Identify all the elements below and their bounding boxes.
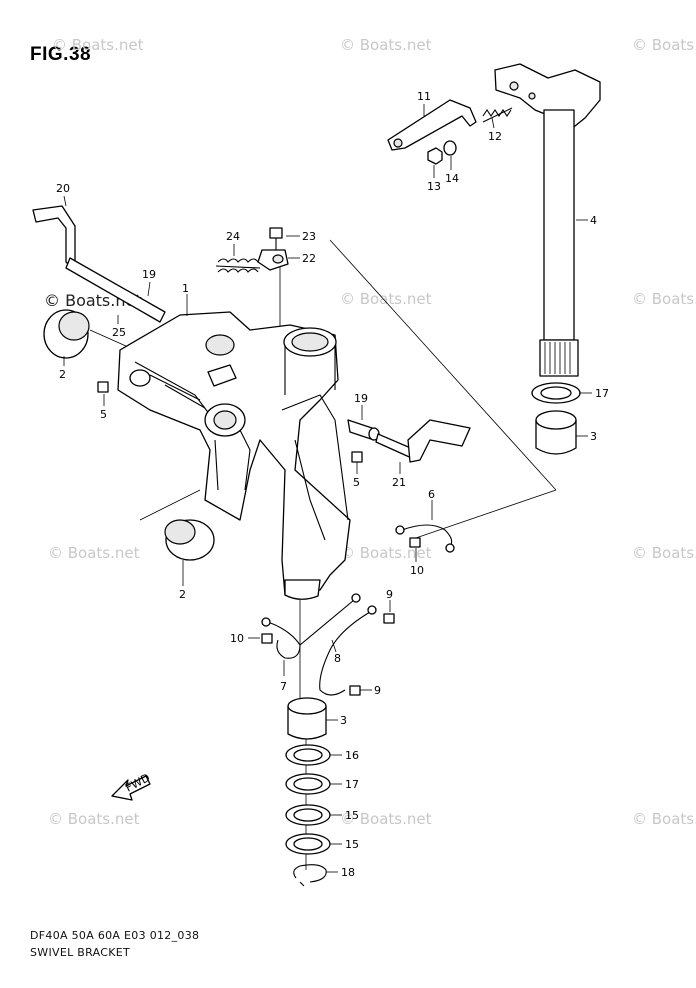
- part-6-ground-wire: [395, 524, 455, 553]
- callout-25: 25: [112, 326, 126, 339]
- part-5-bolt-left: [97, 381, 109, 393]
- watermark: © Boats.net: [632, 544, 696, 562]
- callout-20: 20: [56, 182, 70, 195]
- leader-lines: [63, 104, 592, 873]
- figure-title: FIG.38: [30, 44, 92, 65]
- callout-22: 22: [302, 252, 316, 265]
- part-10-bolt-lower: [261, 633, 273, 644]
- callout-15: 15: [345, 838, 359, 851]
- part-5-bolt-right: [351, 451, 363, 463]
- callout-9: 9: [374, 684, 381, 697]
- callout-11: 11: [417, 90, 431, 103]
- callout-2: 2: [59, 368, 66, 381]
- watermarks: © Boats.net © Boats.net © Boats.net © Bo…: [44, 36, 696, 828]
- watermark: © Boats.net: [340, 290, 432, 308]
- section-caption: SWIVEL BRACKET: [30, 946, 131, 959]
- callout-9: 9: [386, 588, 393, 601]
- part-3-bushing-upper: [535, 410, 577, 455]
- callout-4: 4: [590, 214, 597, 227]
- callout-17: 17: [345, 778, 359, 791]
- callout-1: 1: [182, 282, 189, 295]
- part-19-pin: [347, 419, 380, 441]
- callout-2: 2: [179, 588, 186, 601]
- part-24-spring: [215, 258, 261, 273]
- callout-14: 14: [445, 172, 459, 185]
- callout-3: 3: [340, 714, 347, 727]
- fwd-arrow-icon: FWD: [111, 771, 152, 801]
- callout-3: 3: [590, 430, 597, 443]
- part-23-bolt: [269, 227, 283, 250]
- callout-17: 17: [595, 387, 609, 400]
- callout-10: 10: [410, 564, 424, 577]
- part-7-wire: [261, 593, 361, 659]
- callout-19: 19: [354, 392, 368, 405]
- part-18-circlip: [293, 864, 327, 887]
- callout-10: 10: [230, 632, 244, 645]
- callout-18: 18: [341, 866, 355, 879]
- watermark: © Boats.net: [48, 544, 140, 562]
- part-12-spring: [482, 107, 513, 123]
- watermark: © Boats.net: [340, 810, 432, 828]
- callout-23: 23: [302, 230, 316, 243]
- callouts: 1 2 2 3 3 4 5 5 6 7 8 9 9 10 10 11 12 13…: [56, 90, 609, 879]
- callout-12: 12: [488, 130, 502, 143]
- callout-5: 5: [353, 476, 360, 489]
- part-15-washer-lower: [285, 833, 331, 855]
- part-17-washer-lower: [285, 773, 331, 795]
- callout-8: 8: [334, 652, 341, 665]
- part-8-wire: [319, 605, 377, 696]
- callout-15: 15: [345, 809, 359, 822]
- callout-6: 6: [428, 488, 435, 501]
- callout-16: 16: [345, 749, 359, 762]
- part-9-bolt-lower: [349, 685, 361, 696]
- part-14-washer: [443, 140, 457, 156]
- watermark: © Boats.net: [340, 544, 432, 562]
- part-10-bolt-upper: [409, 537, 421, 548]
- fwd-label: FWD: [123, 771, 152, 795]
- part-4-steering-shaft: [494, 63, 601, 377]
- part-22-clip: [257, 249, 289, 271]
- watermark: © Boats.net: [48, 810, 140, 828]
- callout-24: 24: [226, 230, 240, 243]
- watermark: © Boats.net: [632, 36, 696, 54]
- callout-21: 21: [392, 476, 406, 489]
- callout-5: 5: [100, 408, 107, 421]
- callout-19: 19: [142, 268, 156, 281]
- part-16-washer: [285, 744, 331, 766]
- model-caption: DF40A 50A 60A E03 012_038: [30, 929, 200, 942]
- part-9-bolt-upper: [383, 613, 395, 624]
- watermark: © Boats.net: [52, 36, 144, 54]
- part-3-bushing-lower: [287, 697, 327, 740]
- watermark: © Boats.net: [632, 810, 696, 828]
- part-15-washer-upper: [285, 804, 331, 826]
- part-1-swivel-bracket: [117, 311, 351, 600]
- part-21-lever: [375, 419, 471, 463]
- part-2-plug-lower: [164, 519, 215, 561]
- callout-7: 7: [280, 680, 287, 693]
- part-2-plug-upper: [43, 309, 90, 359]
- part-17-washer-upper: [531, 382, 581, 404]
- callout-13: 13: [427, 180, 441, 193]
- watermark: © Boats.net: [632, 290, 696, 308]
- part-20-lever: [32, 205, 166, 323]
- part-13-nut: [427, 147, 443, 165]
- watermark: © Boats.net: [340, 36, 432, 54]
- part-11-bracket: [387, 99, 477, 151]
